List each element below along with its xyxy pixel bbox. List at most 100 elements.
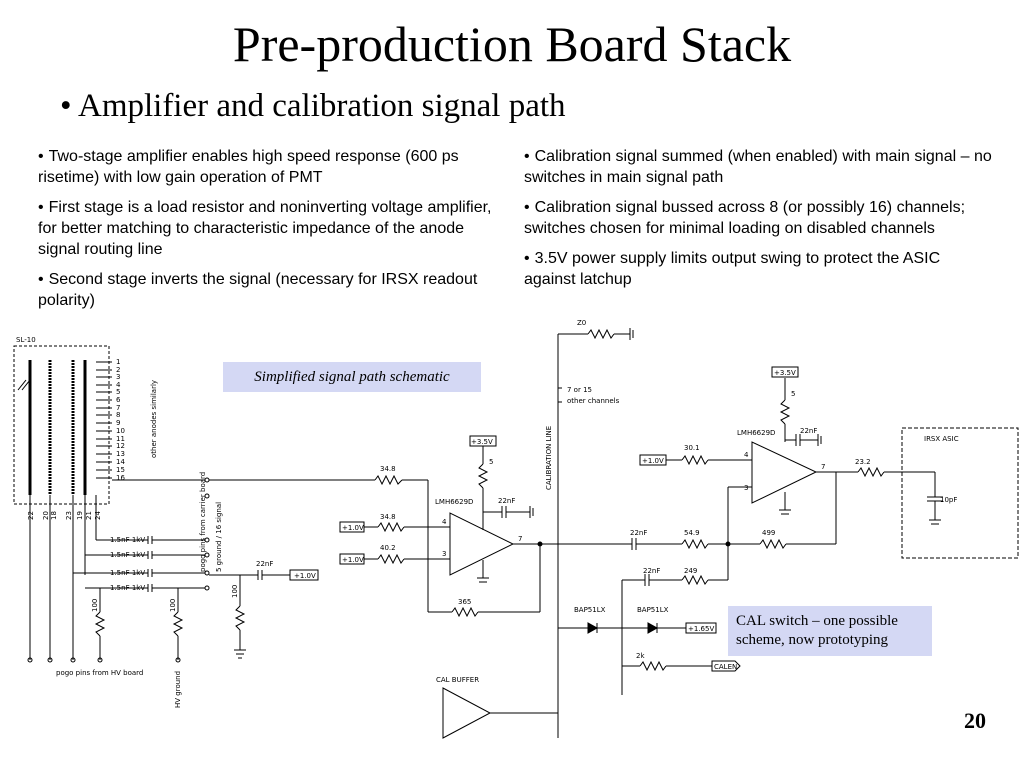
other-channels-label: 7 or 15 <box>567 386 592 394</box>
svg-text:23: 23 <box>65 511 73 520</box>
voltage-label: +3.5V <box>471 438 493 446</box>
svg-text:22: 22 <box>27 511 35 520</box>
page-number: 20 <box>964 708 986 733</box>
svg-text:11: 11 <box>116 435 125 443</box>
voltage-label: +1.0V <box>342 556 364 564</box>
resistor-label: 5 <box>489 458 493 466</box>
svg-text:14: 14 <box>116 458 125 466</box>
resistor-label: 34.8 <box>380 513 396 521</box>
voltage-label: +1.0V <box>294 572 316 580</box>
cap-label: 22nF <box>800 427 817 435</box>
voltage-label: +3.5V <box>774 369 796 377</box>
svg-text:21: 21 <box>85 511 93 520</box>
pin-numbers: 22 20 18 23 19 21 24 <box>27 511 102 520</box>
amp1-label: LMH6629D <box>435 498 473 506</box>
slide-subtitle: • Amplifier and calibration signal path <box>60 88 566 124</box>
calibration-line-label: CALIBRATION LINE <box>545 426 553 490</box>
resistor-label: 100 <box>91 599 99 612</box>
svg-text:19: 19 <box>76 511 84 520</box>
resistor-label: 30.1 <box>684 444 700 452</box>
svg-text:2: 2 <box>116 366 120 374</box>
asic-outline <box>901 427 1019 559</box>
cap-label: 22nF <box>643 567 660 575</box>
hv-cap-label: 1.5nF 1kV <box>110 536 145 544</box>
other-anodes-label: other anodes similarly <box>150 380 158 458</box>
other-channels-label: other channels <box>567 397 620 405</box>
pogo-hv-label: pogo pins from HV board <box>56 669 143 677</box>
resistor-label: 2k <box>636 652 645 660</box>
resistor-label: 100 <box>169 599 177 612</box>
svg-text:8: 8 <box>116 411 120 419</box>
anode-numbers: 1 2 3 4 5 6 7 8 9 10 11 12 13 14 15 16 <box>116 358 125 482</box>
pin-label: 7 <box>518 535 522 543</box>
bullet-item: •Calibration signal summed (when enabled… <box>524 148 992 186</box>
svg-text:16: 16 <box>116 474 125 482</box>
svg-text:12: 12 <box>116 442 125 450</box>
resistor-label: 40.2 <box>380 544 396 552</box>
svg-text:7: 7 <box>116 404 120 412</box>
resistor-label: 5 <box>791 390 795 398</box>
cal-switch-note: CAL switch – one possible scheme, now pr… <box>728 606 932 656</box>
svg-text:1: 1 <box>116 358 120 366</box>
svg-text:20: 20 <box>42 511 50 520</box>
connector-label: SL-10 <box>16 336 36 344</box>
bullets-left: •Two-stage amplifier enables high speed … <box>38 146 508 320</box>
pin-label: 4 <box>442 518 447 526</box>
cap-label: 22nF <box>630 529 647 537</box>
pogo-carrier-label: pogo pins from carrier board <box>199 472 207 572</box>
svg-text:5: 5 <box>116 388 120 396</box>
bullets-right: •Calibration signal summed (when enabled… <box>524 146 994 299</box>
voltage-label: +1.0V <box>342 524 364 532</box>
cap-label: 22nF <box>256 560 273 568</box>
cal-buffer-label: CAL BUFFER <box>436 676 479 684</box>
cap-label: 22nF <box>498 497 515 505</box>
pin-label: 7 <box>821 463 825 471</box>
signal-path-schematic: SL-10 1 2 3 4 5 6 7 8 9 10 11 12 13 14 1… <box>13 319 1019 739</box>
pin-label: 3 <box>442 550 446 558</box>
svg-text:13: 13 <box>116 450 125 458</box>
schematic-caption: Simplified signal path schematic <box>223 362 481 392</box>
cal-buffer-triangle <box>442 687 492 739</box>
hv-cap-label: 1.5nF 1kV <box>110 551 145 559</box>
slide-title: Pre-production Board Stack <box>232 16 792 72</box>
svg-text:4: 4 <box>116 381 121 389</box>
svg-text:10: 10 <box>116 427 125 435</box>
pin-label: 3 <box>744 484 748 492</box>
cap-label: 10pF <box>940 496 957 504</box>
resistor-label: 249 <box>684 567 697 575</box>
resistor-label: 499 <box>762 529 775 537</box>
svg-text:6: 6 <box>116 396 121 404</box>
resistor-label: 54.9 <box>684 529 700 537</box>
amp2-label: LMH6629D <box>737 429 775 437</box>
resistor-label: 34.8 <box>380 465 396 473</box>
pogo-ground-label: 5 ground / 16 signal <box>215 502 223 572</box>
resistor-label: 23.2 <box>855 458 871 466</box>
hv-ground-label: HV ground <box>174 671 182 708</box>
hv-cap-label: 1.5nF 1kV <box>110 584 145 592</box>
bullet-item: •3.5V power supply limits output swing t… <box>524 250 941 288</box>
resistor-label: 100 <box>231 585 239 598</box>
amp2-triangle <box>751 441 818 504</box>
bullet-item: •First stage is a load resistor and noni… <box>38 199 492 258</box>
bullet-item: •Calibration signal bussed across 8 (or … <box>524 199 966 237</box>
connector-outline <box>13 345 110 505</box>
z0-label: Z0 <box>577 319 586 327</box>
bullet-item: •Second stage inverts the signal (necess… <box>38 271 478 309</box>
resistor-label: 365 <box>458 598 471 606</box>
svg-text:18: 18 <box>50 511 58 520</box>
svg-text:9: 9 <box>116 419 120 427</box>
diode-label: BAP51LX <box>637 606 669 614</box>
diode-label: BAP51LX <box>574 606 606 614</box>
amp1-triangle <box>449 512 515 576</box>
asic-label: IRSX ASIC <box>924 435 959 443</box>
svg-text:24: 24 <box>94 511 102 520</box>
voltage-label: +1.0V <box>642 457 664 465</box>
pin-label: 4 <box>744 451 749 459</box>
calen-label: CALEN <box>714 663 737 671</box>
svg-text:3: 3 <box>116 373 120 381</box>
hv-cap-label: 1.5nF 1kV <box>110 569 145 577</box>
bullet-item: •Two-stage amplifier enables high speed … <box>38 148 459 186</box>
voltage-label: +1.65V <box>688 625 714 633</box>
anode-pin-ticks <box>96 361 112 479</box>
svg-text:15: 15 <box>116 466 125 474</box>
